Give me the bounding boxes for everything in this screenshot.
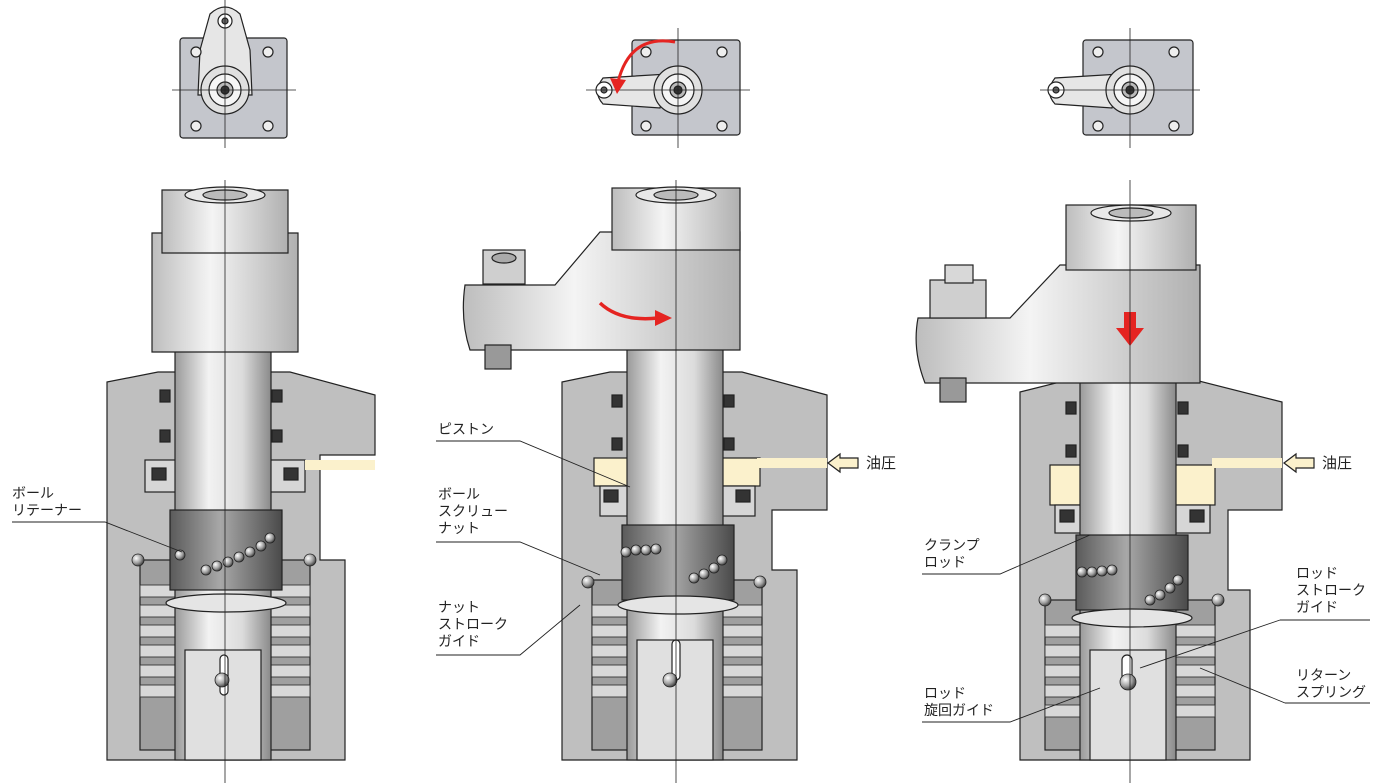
top-view-clamped [1040, 28, 1200, 148]
label-nut-stroke-guide-line2: ストローク [438, 617, 508, 633]
label-ball-retainer-line1: ボール [12, 486, 54, 502]
top-view-unclamped [172, 0, 296, 148]
label-ball-screw-nut-line2: スクリュー [438, 504, 508, 520]
label-nut-stroke-guide-line3: ガイド [438, 634, 480, 650]
label-ball-retainer-line2: リテーナー [12, 503, 82, 519]
label-ball-retainer: ボールリテーナー [12, 486, 82, 520]
label-ball-screw-nut: ボールスクリューナット [438, 487, 508, 538]
label-clamp-rod-line2: ロッド [924, 555, 966, 571]
label-rod-swing-guide-line2: 旋回ガイド [924, 703, 994, 719]
rotate-arrow-icon [598, 301, 659, 321]
section-view-clamped [915, 204, 1283, 761]
label-nut-stroke-guide: ナットストロークガイド [438, 600, 508, 651]
section-view-unclamped [106, 186, 376, 761]
hydraulic-arrow-2-icon [1283, 452, 1315, 474]
label-clamp-rod-line1: クランプ [924, 538, 980, 554]
label-rod-stroke-guide: ロッドストロークガイド [1296, 566, 1366, 617]
label-clamp-rod: クランプロッド [924, 538, 980, 572]
swing-arrow-icon [616, 39, 676, 83]
label-nut-stroke-guide-line1: ナット [438, 600, 480, 616]
label-return-spring-line2: スプリング [1296, 685, 1366, 701]
label-rod-stroke-guide-line1: ロッド [1296, 566, 1338, 582]
label-hydraulic-pressure-2: 油圧 [1322, 454, 1353, 472]
label-rod-swing-guide: ロッド旋回ガイド [924, 686, 994, 720]
top-view-swinging [586, 28, 750, 148]
label-ball-screw-nut-line1: ボール [438, 487, 480, 503]
hydraulic-arrow-1-icon [827, 452, 859, 474]
leader-lines [12, 440, 1370, 723]
label-piston: ピストン [438, 422, 494, 438]
label-rod-stroke-guide-line3: ガイド [1296, 600, 1338, 616]
label-return-spring-line1: リターン [1296, 668, 1352, 684]
label-ball-screw-nut-line3: ナット [438, 521, 480, 537]
label-hydraulic-pressure-1: 油圧 [866, 454, 897, 472]
label-rod-swing-guide-line1: ロッド [924, 686, 966, 702]
label-rod-stroke-guide-line2: ストローク [1296, 583, 1366, 599]
section-view-swinging [462, 186, 828, 761]
label-return-spring: リターンスプリング [1296, 668, 1366, 702]
